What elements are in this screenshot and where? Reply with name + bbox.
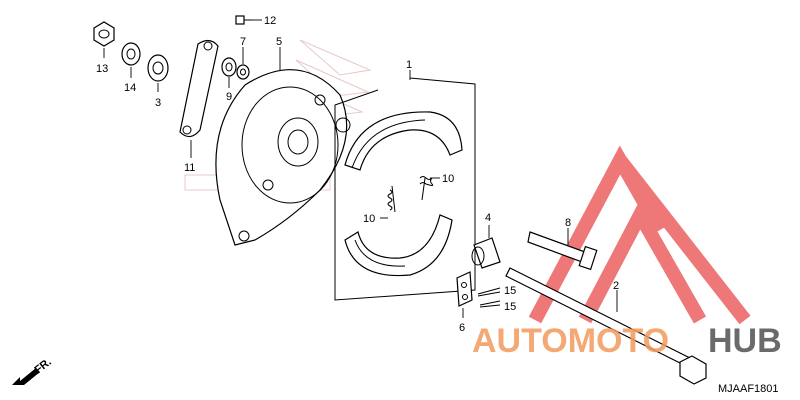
watermark-triangle [528, 145, 751, 325]
part-13-nut [93, 21, 115, 58]
callout-4: 4 [485, 212, 491, 224]
part-11-stopper-arm [179, 39, 219, 158]
callout-9: 9 [226, 91, 232, 103]
watermark-brand-left: AUTOMOTO [472, 322, 669, 360]
callout-1: 1 [406, 59, 412, 71]
watermark-brand-right: HUB [708, 322, 782, 360]
part-1-group-bracket [334, 77, 476, 301]
return-spring-lower [380, 185, 396, 219]
part-8-brake-rod [527, 228, 598, 271]
upper-brake-shoe [344, 111, 463, 171]
lower-brake-shoe [344, 214, 453, 277]
callout-7: 7 [240, 36, 246, 48]
callout-10-lower: 10 [363, 213, 375, 225]
part-4-collar [471, 225, 501, 269]
part-12-bolt [235, 15, 262, 25]
callout-5: 5 [276, 36, 282, 48]
callout-6: 6 [459, 322, 465, 334]
callout-11: 11 [184, 162, 195, 174]
part-15-cotter-pins [477, 287, 501, 308]
watermark-brand: AUTOMOTO HUB [472, 322, 782, 360]
forward-direction-marker: FR. [12, 356, 54, 385]
return-spring-upper [419, 176, 440, 201]
diagram-code: MJAAF1801 [718, 383, 779, 395]
part-14-washer [121, 42, 141, 78]
callout-10-upper: 10 [442, 173, 454, 185]
part-9-seal [221, 57, 237, 88]
part-7-washer [236, 47, 250, 80]
part-6-plate [456, 271, 473, 318]
callout-13: 13 [96, 63, 108, 75]
part-3-collar [147, 54, 169, 92]
callout-14: 14 [124, 82, 136, 94]
callout-2: 2 [613, 280, 619, 292]
part-5-brake-panel [215, 47, 351, 246]
callout-8: 8 [565, 217, 571, 229]
callout-15-lower: 15 [504, 301, 516, 313]
callout-12: 12 [264, 15, 276, 27]
part-2-axle [505, 267, 707, 385]
callout-3: 3 [155, 97, 161, 109]
callout-15-upper: 15 [504, 285, 516, 297]
